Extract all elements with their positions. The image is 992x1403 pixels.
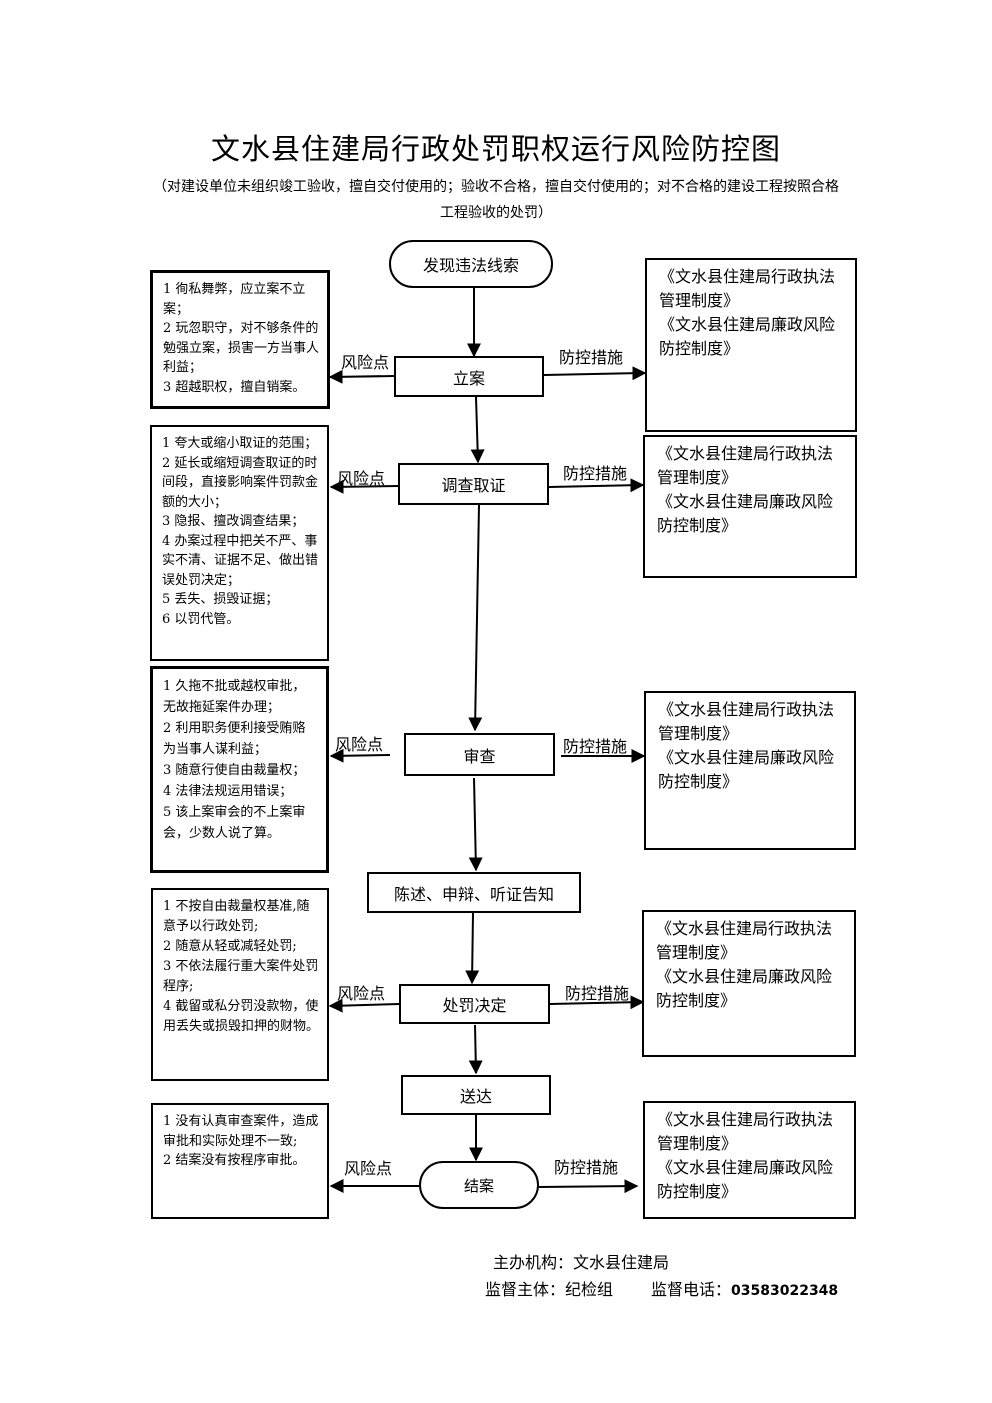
measure-item: 《文水县住建局廉政风险防控制度》 — [656, 967, 833, 1010]
risk-item: 2 结案没有按程序审批。 — [163, 1153, 306, 1168]
measure-label-decision: 防控措施 — [565, 984, 630, 1003]
arrow-filing-to-investigation — [470, 396, 485, 464]
footer-organizer: 主办机构：文水县住建局 — [493, 1253, 670, 1272]
risk-item: 5 丢失、损毁证据； — [162, 592, 279, 607]
measure-item: 《文水县住建局行政执法管理制度》 — [659, 267, 836, 310]
measure-item: 《文水县住建局廉政风险防控制度》 — [657, 492, 834, 535]
arrow-notice-to-decision — [465, 912, 480, 985]
measure-box-review: 《文水县住建局行政执法管理制度》 《文水县住建局廉政风险防控制度》 — [644, 691, 856, 850]
risk-item: 4 法律法规运用错误； — [163, 784, 293, 799]
risk-item: 4 办案过程中把关不严、事实不清、证据不足、做出错误处罚决定； — [162, 533, 319, 588]
measure-box-investigation: 《文水县住建局行政执法管理制度》 《文水县住建局廉政风险防控制度》 — [643, 435, 857, 578]
page-subtitle: （对建设单位未组织竣工验收，擅自交付使用的；验收不合格，擅自交付使用的；对不合格… — [153, 179, 839, 221]
arrow-decision-to-delivery — [468, 1024, 483, 1075]
measure-label-investigation: 防控措施 — [563, 464, 628, 483]
risk-item: 1 夸大或缩小取证的范围； — [162, 436, 318, 451]
risk-item: 3 不依法履行重大案件处罚程序; — [163, 959, 319, 994]
measure-label-closing: 防控措施 — [554, 1158, 619, 1177]
footer-phone-label: 监督电话： — [651, 1280, 732, 1299]
step-clue: 发现违法线索 — [389, 240, 553, 288]
arrow-filing-measure — [543, 366, 647, 381]
risk-box-review: 1 久拖不批或越权审批，无故拖延案件办理； 2 利用职务便利接受贿赂为当事人谋利… — [150, 666, 329, 873]
measure-label-filing: 防控措施 — [559, 348, 624, 367]
risk-label-filing: 风险点 — [341, 353, 390, 372]
step-notice: 陈述、申辩、听证告知 — [367, 872, 581, 913]
risk-label-closing: 风险点 — [344, 1159, 393, 1178]
arrow-decision-risk — [328, 998, 400, 1013]
risk-item: 2 随意从轻或减轻处罚; — [163, 939, 297, 954]
measure-item: 《文水县住建局廉政风险防控制度》 — [657, 1158, 834, 1201]
risk-label-investigation: 风险点 — [337, 469, 386, 488]
risk-label-review: 风险点 — [335, 735, 384, 754]
measure-item: 《文水县住建局廉政风险防控制度》 — [658, 748, 835, 791]
arrow-review-risk — [329, 748, 391, 763]
measure-box-decision: 《文水县住建局行政执法管理制度》 《文水县住建局廉政风险防控制度》 — [642, 910, 856, 1057]
risk-box-decision: 1 不按自由裁量权基准,随意予以行政处罚; 2 随意从轻或减轻处罚; 3 不依法… — [151, 888, 329, 1081]
risk-item: 1 没有认真审查案件，造成审批和实际处理不一致; — [163, 1114, 319, 1149]
measure-box-filing: 《文水县住建局行政执法管理制度》 《文水县住建局廉政风险防控制度》 — [645, 258, 857, 432]
risk-item: 1 徇私舞弊，应立案不立案； — [163, 282, 306, 317]
risk-item: 3 隐报、擅改调查结果； — [162, 514, 305, 529]
measure-item: 《文水县住建局行政执法管理制度》 — [657, 1110, 834, 1153]
arrow-review-to-notice — [468, 777, 483, 872]
step-review: 审查 — [404, 733, 555, 776]
risk-item: 1 不按自由裁量权基准,随意予以行政处罚; — [163, 899, 310, 934]
arrow-investigation-to-review — [468, 504, 483, 732]
risk-item: 2 利用职务便利接受贿赂为当事人谋利益； — [163, 721, 306, 757]
risk-item: 5 该上案审会的不上案审会，少数人说了算。 — [163, 805, 306, 841]
step-investigation: 调查取证 — [398, 463, 549, 505]
footer-phone: 监督电话：03583022348 — [651, 1276, 838, 1300]
measure-box-closing: 《文水县住建局行政执法管理制度》 《文水县住建局廉政风险防控制度》 — [643, 1101, 856, 1219]
risk-item: 3 随意行使自由裁量权； — [163, 763, 306, 778]
step-delivery: 送达 — [401, 1075, 551, 1115]
arrow-investigation-measure — [548, 478, 645, 493]
arrow-filing-risk — [328, 369, 395, 384]
risk-item: 2 延长或缩短调查取证的时间段，直接影响案件罚款金额的大小； — [162, 455, 319, 510]
footer-supervisor: 监督主体：纪检组 — [485, 1280, 614, 1299]
risk-box-investigation: 1 夸大或缩小取证的范围； 2 延长或缩短调查取证的时间段，直接影响案件罚款金额… — [150, 425, 329, 661]
risk-label-decision: 风险点 — [337, 984, 386, 1003]
risk-item: 3 超越职权，擅自销案。 — [163, 379, 306, 395]
step-filing: 立案 — [394, 356, 544, 397]
arrow-decision-measure — [549, 995, 645, 1010]
risk-box-closing: 1 没有认真审查案件，造成审批和实际处理不一致; 2 结案没有按程序审批。 — [151, 1103, 329, 1219]
risk-item: 1 久拖不批或越权审批，无故拖延案件办理； — [163, 679, 306, 715]
measure-label-review: 防控措施 — [563, 737, 628, 756]
measure-item: 《文水县住建局行政执法管理制度》 — [656, 919, 833, 962]
measure-item: 《文水县住建局廉政风险防控制度》 — [659, 315, 836, 358]
page-title: 文水县住建局行政处罚职权运行风险防控图 — [210, 132, 781, 166]
measure-item: 《文水县住建局行政执法管理制度》 — [657, 444, 834, 487]
arrow-closing-measure — [538, 1179, 639, 1194]
step-closing: 结案 — [419, 1161, 539, 1209]
risk-item: 4 截留或私分罚没款物，使用丢失或损毁扣押的财物。 — [163, 999, 320, 1034]
risk-item: 2 玩忽职守，对不够条件的勉强立案，损害一方当事人利益； — [163, 321, 320, 375]
risk-box-filing: 1 徇私舞弊，应立案不立案； 2 玩忽职守，对不够条件的勉强立案，损害一方当事人… — [150, 270, 330, 409]
footer-phone-number: 03583022348 — [731, 1283, 839, 1299]
measure-item: 《文水县住建局行政执法管理制度》 — [658, 700, 835, 743]
step-decision: 处罚决定 — [399, 984, 550, 1024]
risk-item: 6 以罚代管。 — [162, 611, 240, 627]
arrow-investigation-risk — [329, 479, 399, 494]
